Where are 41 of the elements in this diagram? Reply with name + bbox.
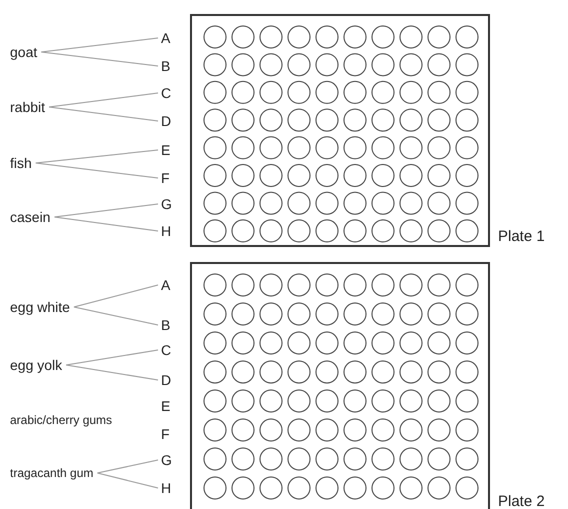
- connector-line: [40, 52, 158, 66]
- connector-line: [48, 106, 158, 122]
- connector-line: [54, 204, 158, 218]
- connector-line: [35, 162, 158, 178]
- sample-label: goat: [10, 45, 38, 59]
- row-letter: G: [161, 453, 172, 467]
- sample-label: fish: [10, 156, 32, 170]
- row-letter: C: [161, 343, 172, 357]
- row-letter: F: [161, 427, 170, 441]
- connector-line: [66, 350, 158, 366]
- sample-label: tragacanth gum: [10, 467, 94, 479]
- connector-line: [35, 150, 158, 164]
- plate-label: Plate 1: [498, 227, 545, 247]
- sample-label: rabbit: [10, 100, 46, 114]
- sample-label: casein: [10, 210, 50, 224]
- row-letter: B: [161, 318, 170, 332]
- row-letter: H: [161, 481, 172, 495]
- connector-line: [54, 216, 158, 232]
- connector-line: [40, 38, 158, 52]
- sample-label: egg yolk: [10, 358, 62, 372]
- row-letter: D: [161, 114, 172, 128]
- row-letter: E: [161, 399, 170, 413]
- row-letter: A: [161, 278, 170, 292]
- row-letter: F: [161, 171, 170, 185]
- row-letter: A: [161, 31, 170, 45]
- well-plate: [190, 262, 490, 509]
- sample-label: arabic/cherry gums: [10, 414, 112, 426]
- connector-line: [96, 472, 158, 488]
- row-letter: D: [161, 373, 172, 387]
- sample-label: egg white: [10, 300, 70, 314]
- connector-line: [66, 364, 158, 380]
- connector-line: [48, 92, 158, 108]
- row-letter: C: [161, 86, 172, 100]
- row-letter: E: [161, 143, 170, 157]
- connector-line: [73, 306, 158, 326]
- row-letter: H: [161, 224, 172, 238]
- plate-label: Plate 2: [498, 492, 545, 509]
- connector-line: [73, 284, 158, 308]
- row-letter: B: [161, 59, 170, 73]
- row-letter: G: [161, 197, 172, 211]
- connector-line: [96, 460, 158, 474]
